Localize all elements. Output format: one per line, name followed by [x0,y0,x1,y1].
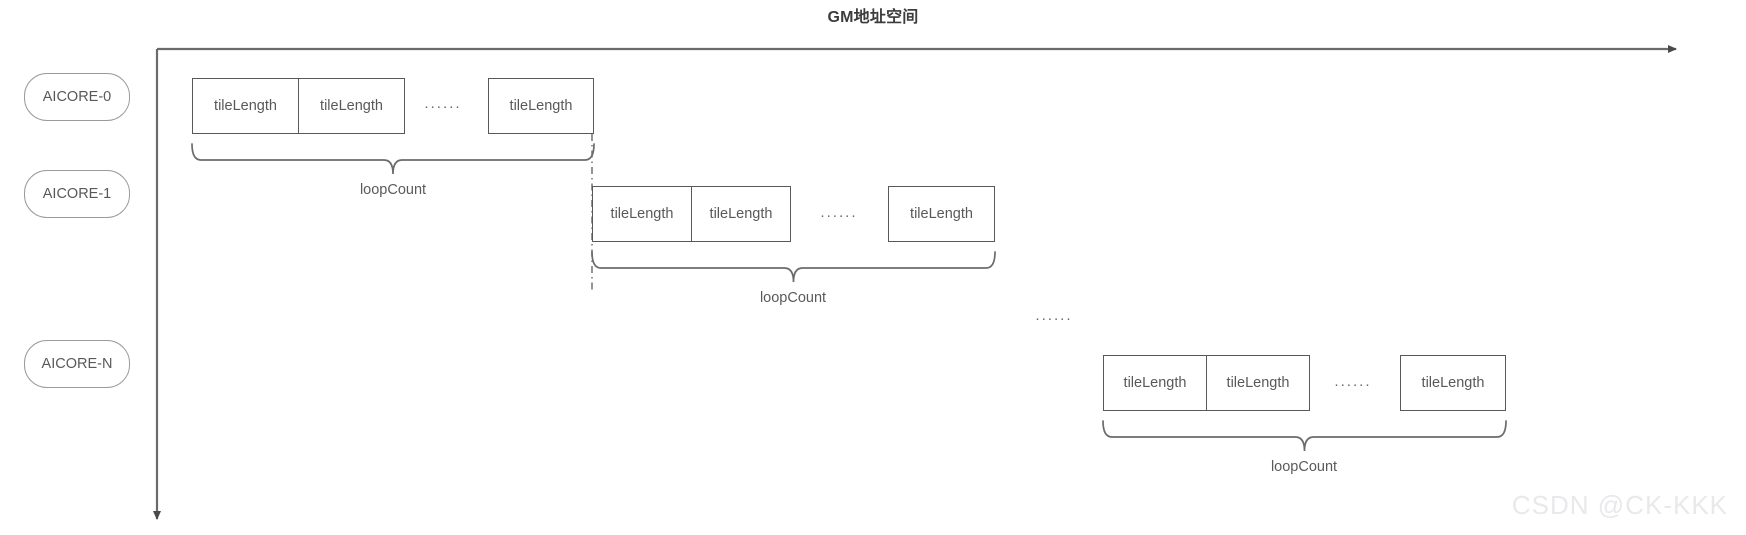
tile-box: tileLength [488,78,594,134]
tile-box-label: tileLength [610,206,674,222]
loop-count-brace [191,143,595,175]
loop-count-label: loopCount [359,182,427,198]
tile-box-label: tileLength [1123,375,1187,391]
axis-group [153,45,1677,520]
tile-box-label: tileLength [320,98,383,114]
tile-box: tileLength [888,186,995,242]
tile-box-label: tileLength [1421,375,1485,391]
tile-box: tileLength [592,186,692,242]
core-pill-core-n: AICORE-N [24,340,130,388]
core-pill-core-1: AICORE-1 [24,170,130,218]
rows-gap-ellipsis: ······ [1035,310,1073,327]
tile-box-label: tileLength [1226,375,1290,391]
loop-count-label: loopCount [759,290,827,306]
loop-count-brace [591,251,996,283]
tile-box: tileLength [192,78,299,134]
row-ellipsis: ······ [1334,376,1372,393]
tile-box: tileLength [691,186,791,242]
page-title: GM地址空间 [827,9,919,26]
core-pill-label: AICORE-0 [42,89,112,105]
tile-box: tileLength [298,78,405,134]
loop-count-brace [1102,420,1507,452]
tile-box-label: tileLength [709,206,773,222]
core-pill-core-0: AICORE-0 [24,73,130,121]
row-ellipsis: ······ [820,207,858,224]
loop-count-label: loopCount [1270,459,1338,475]
tile-box: tileLength [1400,355,1506,411]
tile-box: tileLength [1103,355,1207,411]
core-pill-label: AICORE-N [41,356,113,372]
tile-box-label: tileLength [214,98,277,114]
row-ellipsis: ······ [424,98,462,115]
core-pill-label: AICORE-1 [42,186,112,202]
tile-box-label: tileLength [509,98,573,114]
brace-layer [191,143,1507,452]
csdn-watermark: CSDN @CK-KKK [1511,490,1728,520]
tile-box-label: tileLength [910,206,973,222]
tile-box: tileLength [1206,355,1310,411]
